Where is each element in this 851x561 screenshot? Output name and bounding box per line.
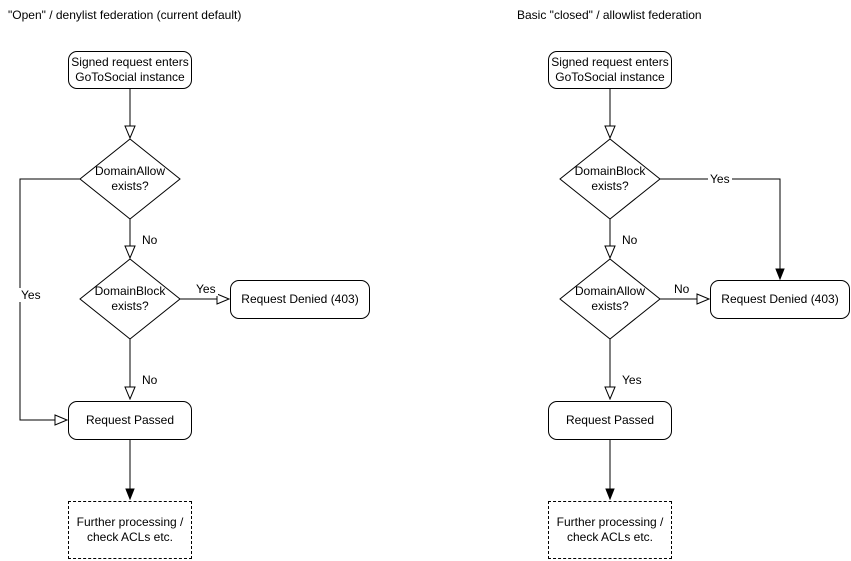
left-decision1-label: DomainAllow exists? [94,164,166,193]
left-decision2-diamond [79,258,181,340]
right-decision1-label: DomainBlock exists? [574,164,646,193]
right-decision2-label: DomainAllow exists? [574,284,646,313]
left-further-processing-node: Further processing / check ACLs etc. [68,501,192,559]
right-chart-title: Basic "closed" / allowlist federation [517,8,702,22]
right-decision2-no-label: No [672,282,692,296]
right-decision1-no-label: No [620,233,640,247]
right-denied-node: Request Denied (403) [710,280,850,319]
left-chart-title: "Open" / denylist federation (current de… [8,8,242,22]
left-passed-node: Request Passed [68,401,192,440]
left-decision1-yes-label: Yes [19,288,43,302]
left-denied-node: Request Denied (403) [230,280,370,319]
left-decision2-no-label: No [140,373,160,387]
right-decision1-diamond [559,138,661,220]
right-start-node: Signed request enters GoToSocial instanc… [548,51,672,89]
left-start-node: Signed request enters GoToSocial instanc… [68,51,192,89]
left-decision2-label: DomainBlock exists? [94,284,166,313]
left-decision1-no-label: No [140,233,160,247]
right-edge-decision1-yes [660,178,780,279]
right-decision2-yes-label: Yes [620,373,644,387]
right-decision2-diamond [559,258,661,340]
right-passed-node: Request Passed [548,401,672,440]
right-further-processing-node: Further processing / check ACLs etc. [548,501,672,559]
left-decision2-yes-label: Yes [194,282,218,296]
left-decision1-diamond [79,138,181,220]
right-decision1-yes-label: Yes [708,172,732,186]
